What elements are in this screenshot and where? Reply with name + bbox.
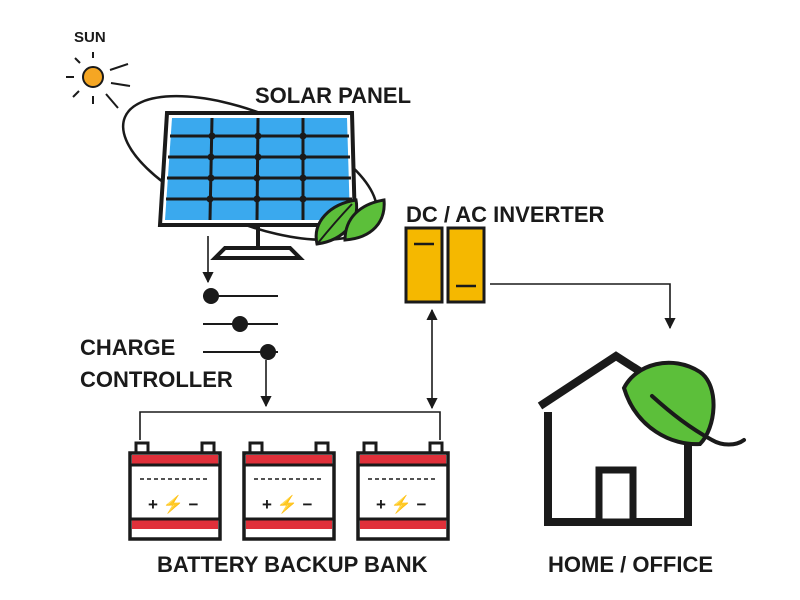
solar-panel-label: SOLAR PANEL [255,83,411,108]
inverter-label: DC / AC INVERTER [406,202,605,227]
solar-panel-icon [157,111,358,260]
charge-controller-label-line2: CONTROLLER [80,367,233,392]
battery-bus-line [139,411,441,440]
battery-icon [242,441,336,541]
battery-icon [128,441,222,541]
sun-icon [66,52,131,109]
battery-terminals: + ⚡ − [376,494,427,515]
battery-icon [356,441,450,541]
battery-bank-label: BATTERY BACKUP BANK [157,552,428,577]
switch-icon [203,288,278,360]
inverter-icon [404,226,486,304]
battery-terminals: + ⚡ − [262,494,313,515]
battery-terminals: + ⚡ − [148,494,199,515]
arrow-inverter-to-home [490,283,676,330]
charge-controller-label-line1: CHARGE [80,335,175,360]
sun-label: SUN [74,29,106,46]
leaf-icon [621,360,746,447]
leaf-icon [314,198,386,246]
home-label: HOME / OFFICE [548,552,713,577]
